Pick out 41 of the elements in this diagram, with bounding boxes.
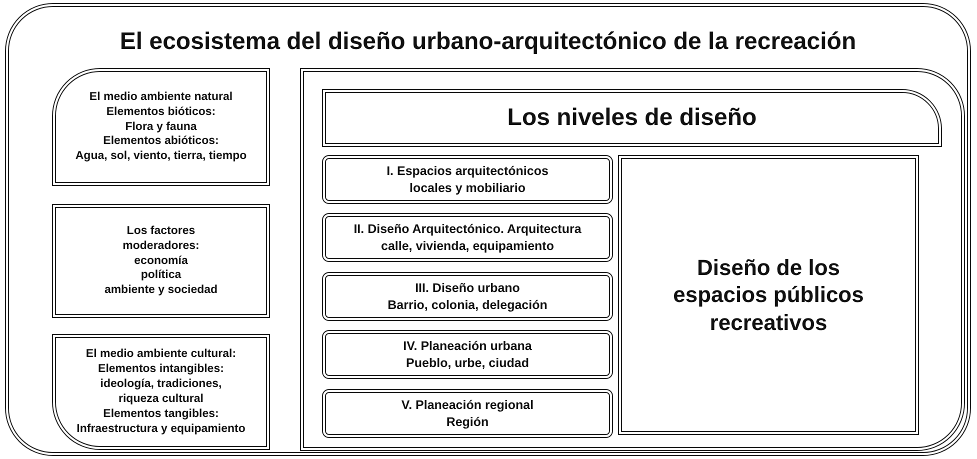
box-text: El medio ambiente cultural: [86,347,236,362]
box-text: Región [446,414,489,430]
box-text: Flora y fauna [125,120,197,134]
box-text: moderadores: [122,238,200,254]
box-text: Diseño de los espacios públicos recreativos [672,254,865,336]
panel [300,68,965,451]
box-text: I. Espacios arquitectónicos [386,163,548,180]
box-text: locales y mobiliario [409,180,526,196]
box-text: Elementos tangibles: [103,406,219,422]
box-text: III. Diseño urbano [415,280,520,296]
text-box [322,213,613,262]
box-text: política [140,268,182,284]
box-text: Los niveles de diseño [507,103,757,133]
box-text: economía [134,254,188,268]
box-text: Elementos intangibles: [98,362,224,378]
box-text: Elementos bióticos: [106,104,216,120]
box-text: calle, vivienda, equipamiento [381,238,554,254]
text-box [52,204,270,318]
box-text: Los factores [126,224,196,239]
text-box [52,68,270,186]
text-box [618,155,919,435]
text-box [322,272,613,321]
box-text: Infraestructura y equipamiento [76,422,246,437]
box-text: ideología, tradiciones, [100,377,222,392]
box-text: Agua, sol, viento, tierra, tiempo [75,149,247,164]
outer-frame [5,3,971,456]
text-box [52,334,270,450]
title: El ecosistema del diseño urbano-arquitectónico de la recreación [118,27,858,57]
box-text: II. Diseño Arquitectónico. Arquitectura [354,221,582,238]
text-box [322,389,613,438]
text-box [322,330,613,379]
box-text: riqueza cultural [118,392,204,407]
text-box [322,89,942,147]
box-text: Elementos abióticos: [103,134,219,150]
box-text: Pueblo, urbe, ciudad [406,354,529,371]
text-box [322,155,613,204]
box-text: IV. Planeación urbana [403,338,532,354]
box-text: El medio ambiente natural [89,90,233,105]
box-text: ambiente y sociedad [104,283,218,298]
box-text: Barrio, colonia, delegación [388,296,548,313]
box-text: V. Planeación regional [401,397,534,414]
